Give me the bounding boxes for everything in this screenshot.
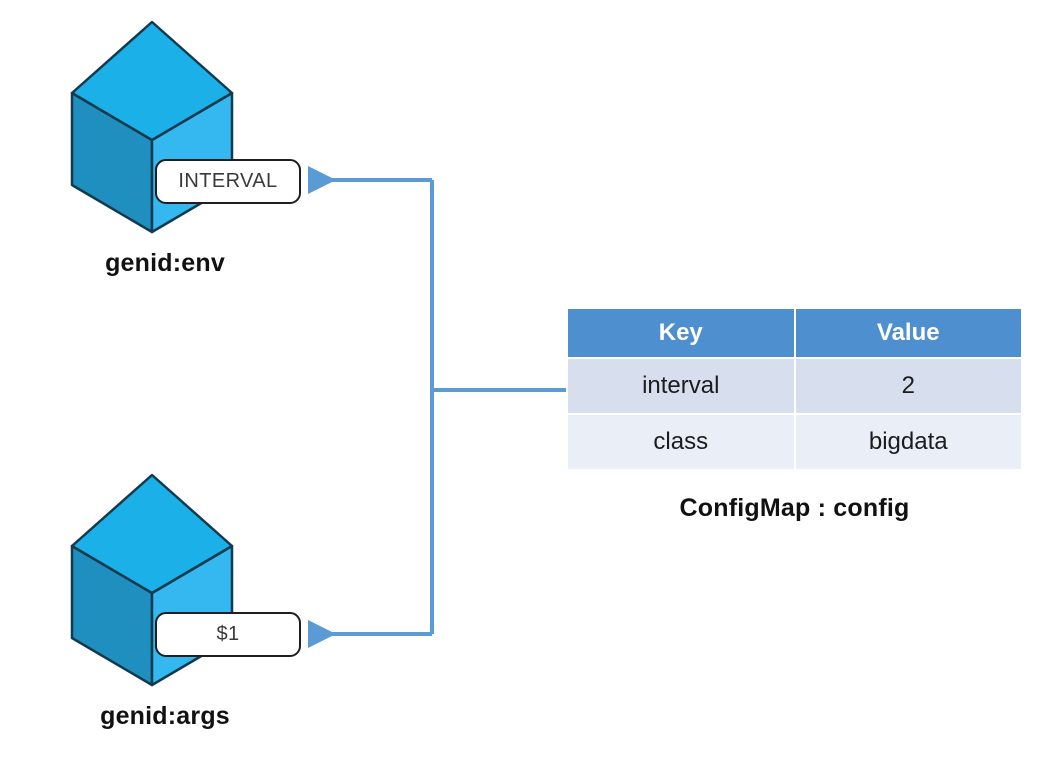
node-env-caption: genid:env: [105, 249, 225, 277]
chip-args-label: $1: [216, 623, 240, 645]
cell-key: interval: [568, 359, 794, 413]
chip-env-label: INTERVAL: [178, 170, 278, 192]
node-env-cube: [67, 18, 237, 238]
cell-value: bigdata: [795, 415, 1021, 469]
node-args-caption: genid:args: [100, 702, 230, 730]
chip-env-interval[interactable]: INTERVAL: [155, 159, 301, 204]
cube-icon: [70, 473, 234, 687]
chip-args-dollar1[interactable]: $1: [155, 612, 301, 657]
configmap-caption: ConfigMap : config: [679, 494, 910, 522]
table-row: class bigdata: [568, 415, 1021, 469]
node-args-cube: [67, 471, 237, 691]
cell-value: 2: [795, 359, 1021, 413]
configmap-table: Key Value interval 2 class bigdata: [566, 307, 1023, 471]
column-header-value: Value: [795, 309, 1021, 357]
table-header-row: Key Value: [568, 309, 1021, 357]
cube-icon: [70, 20, 234, 234]
cell-key: class: [568, 415, 794, 469]
table-row: interval 2: [568, 359, 1021, 413]
column-header-key: Key: [568, 309, 794, 357]
